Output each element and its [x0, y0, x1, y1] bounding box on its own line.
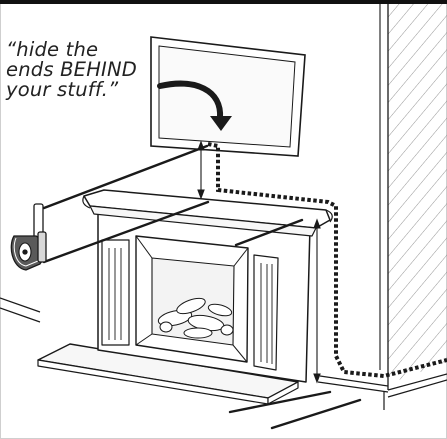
caption-line-2: ends BEHIND — [6, 58, 138, 81]
top-bar — [0, 0, 447, 4]
measure-lines — [42, 144, 362, 430]
dotted-cable-run — [207, 142, 447, 379]
fireplace-mantel — [37, 189, 333, 405]
curved-arrow-icon — [157, 80, 232, 131]
caption-quote: “hide the ends BEHIND your stuff.” — [6, 40, 137, 100]
dimension-lines — [197, 140, 321, 384]
caption-line-3: your stuff.” — [6, 78, 119, 101]
tape-measure-icon — [10, 203, 47, 271]
tv-frame — [150, 36, 306, 157]
logs — [157, 297, 234, 339]
side-wall — [379, 4, 447, 390]
floor-lines — [0, 297, 447, 410]
caption-line-1: “hide the — [6, 38, 99, 61]
